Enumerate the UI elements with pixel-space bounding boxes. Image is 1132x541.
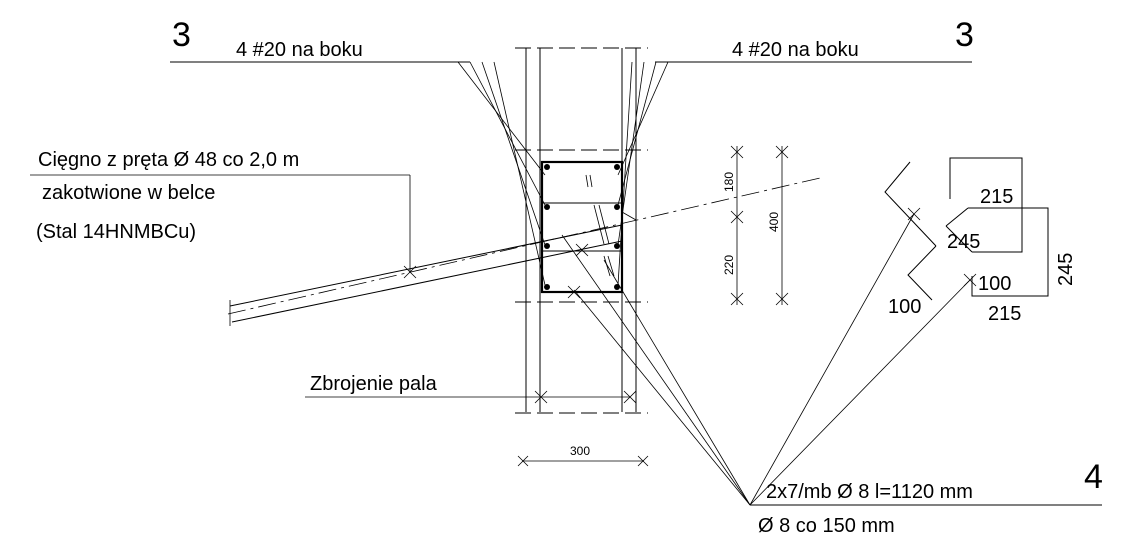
section-mark-left-number: 3 [172, 16, 191, 54]
stirrups-label-line2: Ø 8 co 150 mm [758, 515, 895, 537]
section-mark-right: 3 4 #20 na boku [655, 16, 974, 63]
dimension-220-text: 220 [722, 255, 736, 275]
stirrup-215-bottom: 215 [988, 303, 1021, 325]
pile-reinforcement-text: Zbrojenie pala [310, 373, 438, 395]
stirrup-100-left: 100 [888, 296, 921, 318]
vertical-dimensions: 180 220 400 [722, 145, 789, 306]
dimension-400-text: 400 [767, 212, 781, 232]
stirrup-detail: 215 245 245 100 100 215 [884, 157, 1077, 325]
pile-left [525, 48, 541, 412]
tendon-label: Cięgno z pręta Ø 48 co 2,0 m zakotwione … [30, 149, 417, 279]
section-mark-right-number: 3 [955, 16, 974, 54]
tendon-label-line3: (Stal 14HNMBCu) [36, 221, 196, 243]
stirrup-245-mid: 245 [947, 231, 980, 253]
stirrup-245-right: 245 [1055, 253, 1077, 286]
tendon [227, 177, 821, 326]
section-mark-bottom: 4 2x7/mb Ø 8 l=1120 mm Ø 8 co 150 mm [750, 458, 1103, 537]
dimension-300: 300 [517, 444, 649, 467]
stirrup-215-top: 215 [980, 186, 1013, 208]
tendon-label-line2: zakotwione w belce [42, 182, 215, 204]
dimension-180-text: 180 [722, 172, 736, 192]
stirrups-leaders [561, 213, 971, 506]
beam-section [540, 160, 637, 294]
section-mark-left: 3 4 #20 na boku [170, 16, 470, 63]
dimension-300-text: 300 [570, 444, 590, 458]
side-bars-leaders [457, 61, 669, 286]
stirrup-100-right: 100 [978, 273, 1011, 295]
stirrups-label-line1: 2x7/mb Ø 8 l=1120 mm [766, 481, 973, 503]
tendon-label-line1: Cięgno z pręta Ø 48 co 2,0 m [38, 149, 299, 171]
pile-dashed-lines [515, 47, 648, 414]
side-bars-right-label: 4 #20 na boku [732, 39, 859, 61]
pile-reinforcement-label: Zbrojenie pala [305, 373, 637, 404]
section-mark-bottom-number: 4 [1084, 458, 1103, 496]
side-bars-left-label: 4 #20 na boku [236, 39, 363, 61]
